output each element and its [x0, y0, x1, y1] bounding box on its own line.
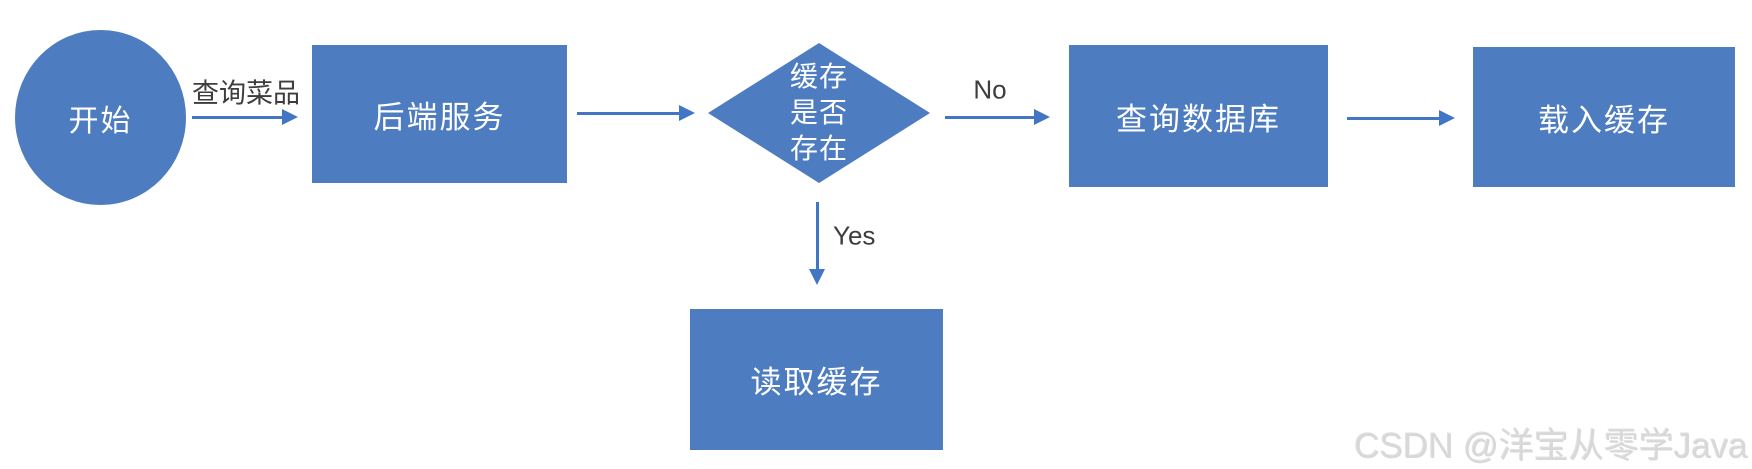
arrow-querydb-to-loadcache-icon — [1347, 110, 1455, 126]
node-read-cache-label: 读取缓存 — [750, 365, 883, 400]
arrow-head-right-icon — [282, 109, 298, 125]
arrow-head-right-icon — [1034, 109, 1050, 125]
node-load-cache-label: 载入缓存 — [1538, 102, 1670, 138]
node-cache-exists-line1: 缓存 — [789, 61, 848, 92]
node-start-label: 开始 — [68, 104, 133, 138]
node-cache-exists-line2: 是否 — [789, 97, 848, 128]
arrow-shaft — [815, 202, 819, 272]
arrow-shaft — [1347, 116, 1442, 120]
node-query-database: 查询数据库 — [1069, 45, 1328, 187]
watermark: CSDN @洋宝从零学Java — [1354, 427, 1748, 466]
node-backend-service: 后端服务 — [312, 45, 567, 183]
arrow-head-right-icon — [679, 105, 695, 121]
node-read-cache: 读取缓存 — [690, 309, 943, 450]
arrow-head-right-icon — [1439, 110, 1455, 126]
node-cache-exists-line3: 存在 — [789, 133, 848, 164]
edge-label-query-dish: 查询菜品 — [192, 78, 300, 109]
edge-label-no: No — [973, 74, 1007, 105]
arrow-shaft — [945, 115, 1037, 119]
arrow-start-to-backend-icon — [192, 109, 298, 125]
node-cache-exists-decision: 缓存 是否 存在 — [708, 43, 930, 183]
arrow-shaft — [577, 111, 682, 115]
arrow-cache-to-querydb-icon — [945, 109, 1050, 125]
arrow-head-down-icon — [809, 269, 825, 285]
node-query-database-label: 查询数据库 — [1116, 101, 1281, 137]
node-start: 开始 — [15, 30, 186, 205]
edge-label-yes: Yes — [833, 220, 876, 251]
arrow-backend-to-cache-icon — [577, 105, 695, 121]
node-load-cache: 载入缓存 — [1473, 47, 1735, 187]
arrow-shaft — [192, 115, 285, 119]
arrow-cache-to-readcache-icon — [809, 202, 825, 285]
node-backend-service-label: 后端服务 — [373, 99, 506, 135]
